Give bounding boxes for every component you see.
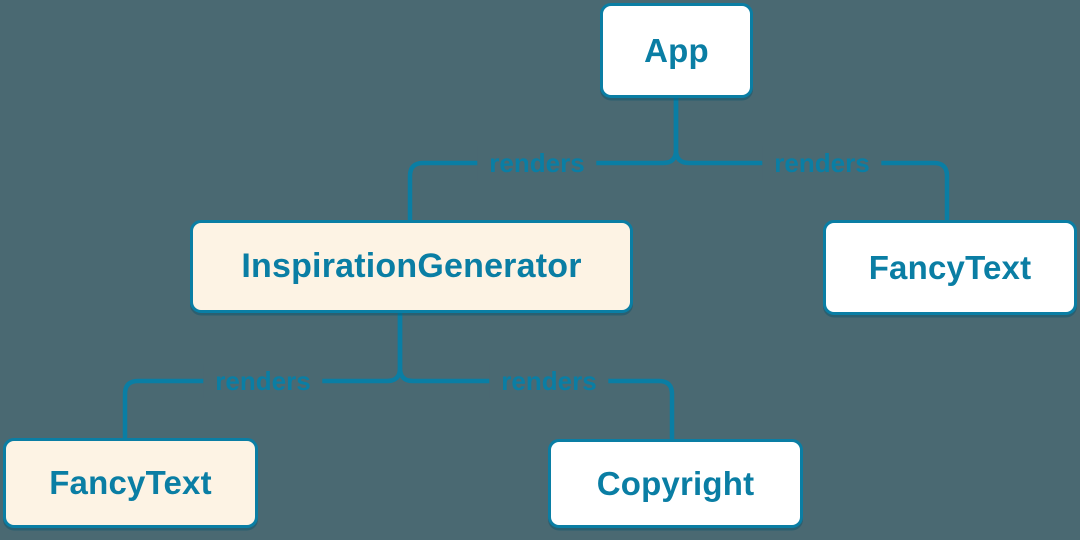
node-inspiration-generator: InspirationGenerator — [190, 220, 633, 313]
node-copyright-label: Copyright — [596, 464, 755, 502]
edge-label-renders: renders — [477, 146, 597, 180]
edge-label-renders: renders — [762, 146, 882, 180]
node-fancy-text-right: FancyText — [823, 220, 1077, 315]
node-copyright: Copyright — [548, 439, 803, 528]
node-fancy-text-left: FancyText — [3, 438, 258, 528]
node-fancy-text-right-label: FancyText — [868, 248, 1032, 286]
node-inspiration-generator-label: InspirationGenerator — [241, 247, 582, 285]
node-fancy-text-left-label: FancyText — [49, 464, 212, 501]
edge-label-renders: renders — [489, 364, 609, 398]
node-app-label: App — [644, 31, 709, 69]
edge-label-renders: renders — [203, 364, 323, 398]
node-app: App — [600, 3, 753, 98]
